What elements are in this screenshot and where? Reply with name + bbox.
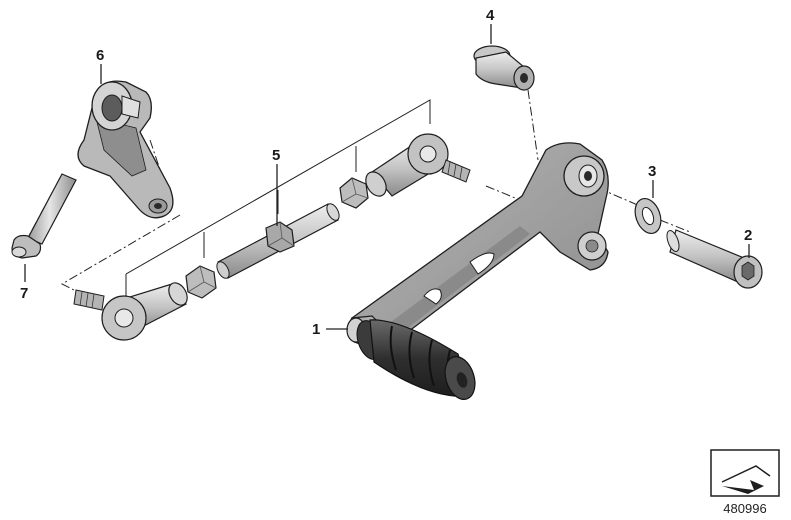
shift-lever[interactable]: [346, 142, 609, 347]
part-label-7: 7: [20, 264, 28, 302]
bracket-part[interactable]: [77, 80, 174, 219]
svg-text:7: 7: [20, 285, 28, 302]
part-label-1: 1: [312, 321, 348, 338]
rod-end-lower[interactable]: [73, 280, 191, 341]
bolt-part[interactable]: [665, 229, 763, 289]
svg-text:5: 5: [272, 147, 280, 164]
threaded-rod[interactable]: [214, 202, 341, 281]
reference-symbol: [710, 449, 780, 497]
diagram-reference-code: 480996: [723, 501, 766, 516]
svg-text:1: 1: [312, 321, 320, 338]
nut-upper[interactable]: [339, 177, 369, 209]
footpeg-rubber[interactable]: [352, 317, 480, 403]
nut-lower[interactable]: [185, 265, 217, 299]
part-label-3: 3: [648, 163, 656, 198]
svg-text:6: 6: [96, 47, 104, 64]
svg-text:3: 3: [648, 163, 656, 180]
rod-end-upper[interactable]: [362, 133, 471, 200]
part-label-5: 5: [272, 147, 280, 226]
svg-text:4: 4: [486, 7, 495, 24]
washer-part[interactable]: [631, 195, 666, 237]
part-label-2: 2: [744, 227, 752, 258]
bushing-part[interactable]: [473, 45, 535, 91]
pin-part[interactable]: [11, 173, 77, 259]
part-label-4: 4: [486, 7, 495, 44]
part-label-6: 6: [96, 47, 104, 84]
svg-text:2: 2: [744, 227, 752, 244]
